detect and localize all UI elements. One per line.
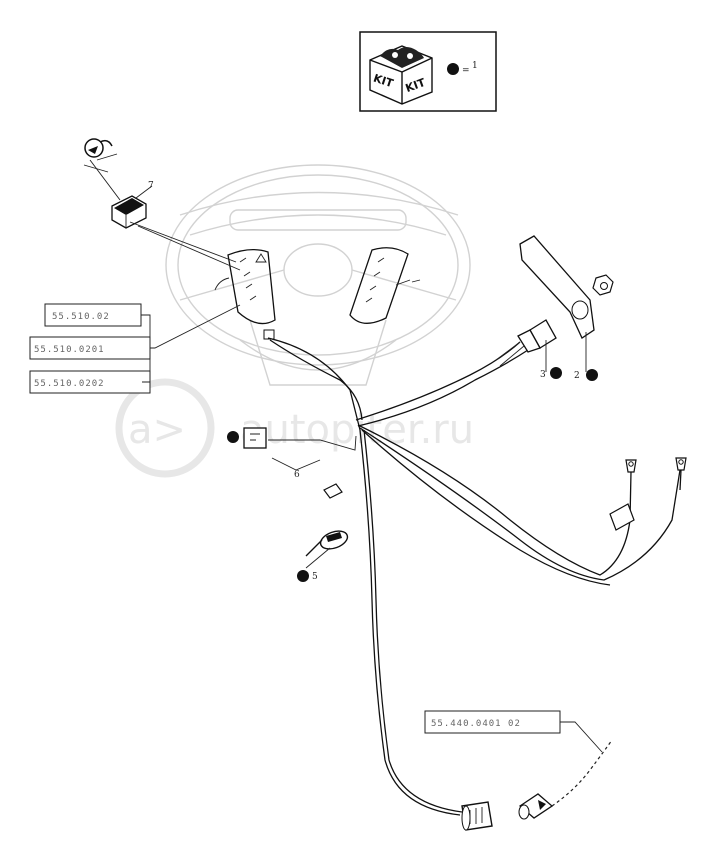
kit-equals: = bbox=[462, 66, 470, 76]
rotation-symbol-icon bbox=[83, 138, 121, 201]
dot-marker-icon bbox=[586, 369, 598, 381]
main-harness bbox=[263, 329, 681, 816]
watermark-logo-icon bbox=[115, 378, 215, 478]
fuse-holder-icon bbox=[609, 503, 635, 531]
dot-marker-icon bbox=[227, 431, 239, 443]
callout-switch-number: 7 bbox=[148, 181, 154, 191]
watermark-logo: a> bbox=[128, 407, 186, 453]
callout-bracket-number: 2 bbox=[574, 371, 580, 381]
reference-group-top: 55.510.02 55.510.0201 55.510.0202 bbox=[29, 303, 241, 394]
ref-55-510-02: 55.510.02 bbox=[52, 312, 110, 322]
rocker-switch-icon bbox=[111, 185, 153, 229]
harness-connector-icon bbox=[461, 801, 493, 831]
left-control-pad bbox=[214, 248, 276, 325]
watermark-text: autopiter.ru bbox=[240, 407, 474, 453]
kit-callout: 1 bbox=[472, 61, 478, 71]
kit-box: KIT KIT = 1 bbox=[359, 31, 497, 112]
ref-55-510-0201: 55.510.0201 bbox=[34, 345, 105, 355]
fuse-icon bbox=[323, 483, 343, 499]
mating-plug-icon bbox=[518, 739, 613, 820]
ref-55-440-0401-02: 55.440.0401 02 bbox=[431, 719, 521, 729]
kit-label-left: KIT bbox=[372, 72, 396, 91]
plug-icon bbox=[495, 319, 557, 372]
relay-icon bbox=[243, 427, 321, 471]
ring-terminal-icon bbox=[625, 457, 687, 521]
callout-relay-number: 6 bbox=[294, 470, 300, 480]
callout-clip-number: 5 bbox=[312, 572, 318, 582]
dot-marker-icon bbox=[550, 367, 562, 379]
nut-icon bbox=[592, 274, 614, 296]
kit-box-icon: KIT KIT bbox=[369, 45, 433, 105]
steering-wheel-icon bbox=[165, 164, 471, 386]
right-control-pad bbox=[349, 247, 421, 324]
dot-marker-icon bbox=[447, 63, 459, 75]
watermark: a> autopiter.ru bbox=[115, 378, 474, 478]
bracket-icon bbox=[519, 235, 595, 372]
reference-group-bottom: 55.440.0401 02 bbox=[424, 710, 603, 753]
dot-marker-icon bbox=[297, 570, 309, 582]
ref-55-510-0202: 55.510.0202 bbox=[34, 379, 105, 389]
cable-tie-icon bbox=[305, 530, 349, 569]
callout-connector-number: 3 bbox=[540, 370, 546, 380]
